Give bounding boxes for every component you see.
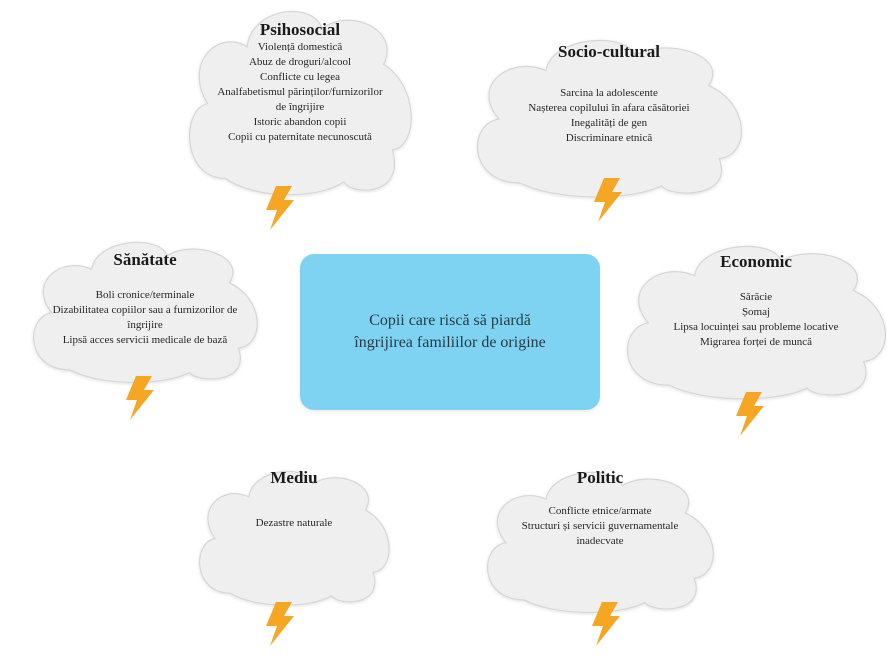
cloud-item: Analfabetismul părinților/furnizorilor d… xyxy=(217,86,383,113)
cloud-item: Lipsa locuinței sau probleme locative xyxy=(673,321,839,333)
cloud-icon xyxy=(189,10,412,196)
lightning-bolt-icon xyxy=(126,376,154,420)
cloud-item: Șomaj xyxy=(741,306,771,318)
cloud-item: Violență domestică xyxy=(257,41,343,53)
cloud-item: Boli cronice/terminale xyxy=(95,289,195,301)
cloud-item: Structuri și servicii guvernamentale ina… xyxy=(521,520,679,547)
cloud-item: Lipsă acces servicii medicale de bază xyxy=(62,334,228,346)
lightning-bolt-icon xyxy=(266,602,294,646)
cloud-item: Abuz de droguri/alcool xyxy=(248,56,352,68)
cloud-item-list: Dezastre naturale xyxy=(214,516,374,531)
cloud-item-list: Boli cronice/terminale Dizabilitatea cop… xyxy=(52,288,238,348)
cloud-politic: Politic Conflicte etnice/armate Structur… xyxy=(510,468,690,549)
cloud-item-list: Violență domestică Abuz de droguri/alcoo… xyxy=(212,40,388,145)
cloud-item: Inegalități de gen xyxy=(570,117,648,129)
cloud-icon xyxy=(476,39,742,198)
cloud-mediu: Mediu Dezastre naturale xyxy=(214,468,374,531)
cloud-sanatate: Sănătate Boli cronice/terminale Dizabili… xyxy=(52,250,238,348)
cloud-icon xyxy=(487,471,714,614)
cloud-item: Migrarea forței de muncă xyxy=(699,336,813,348)
cloud-item-list: Conflicte etnice/armate Structuri și ser… xyxy=(510,504,690,549)
cloud-item: Discriminare etnică xyxy=(565,132,653,144)
cloud-item: Sarcina la adolescente xyxy=(560,87,658,99)
cloud-item: Nașterea copilului în afara căsătoriei xyxy=(528,102,690,114)
cloud-item: Conflicte etnice/armate xyxy=(548,505,652,517)
center-node: Copii care riscă să piardă îngrijirea fa… xyxy=(300,254,600,410)
lightning-bolt-icon xyxy=(266,186,294,230)
cloud-item: Conflicte cu legea xyxy=(259,71,341,83)
cloud-item: Dizabilitatea copiilor sau a furnizorilo… xyxy=(52,304,238,331)
cloud-socio-cultural: Socio-cultural Sarcina la adolescente Na… xyxy=(494,42,724,146)
cloud-item: Istoric abandon copii xyxy=(253,116,347,128)
cloud-title: Mediu xyxy=(270,468,318,487)
cloud-icon xyxy=(33,241,258,384)
cloud-icon xyxy=(199,470,390,606)
cloud-item-list: Sarcina la adolescente Nașterea copilulu… xyxy=(494,86,724,146)
cloud-item-list: Sărăcie Șomaj Lipsa locuinței sau proble… xyxy=(638,290,874,350)
cloud-icon xyxy=(626,245,886,400)
cloud-economic: Economic Sărăcie Șomaj Lipsa locuinței s… xyxy=(638,252,874,350)
cloud-title: Politic xyxy=(576,468,624,487)
cloud-title: Socio-cultural xyxy=(558,42,660,61)
lightning-bolt-icon xyxy=(736,392,764,436)
cloud-item: Sărăcie xyxy=(739,291,773,303)
lightning-bolt-icon xyxy=(592,602,620,646)
lightning-bolt-icon xyxy=(594,178,622,222)
cloud-title: Sănătate xyxy=(113,250,177,269)
cloud-title: Psihosocial xyxy=(259,20,341,39)
cloud-item: Copii cu paternitate necunoscută xyxy=(228,131,372,143)
cloud-psihosocial: Psihosocial Violență domestică Abuz de d… xyxy=(212,20,388,145)
cloud-item: Dezastre naturale xyxy=(255,517,333,529)
center-label: Copii care riscă să piardă îngrijirea fa… xyxy=(354,312,546,351)
cloud-title: Economic xyxy=(720,252,792,271)
